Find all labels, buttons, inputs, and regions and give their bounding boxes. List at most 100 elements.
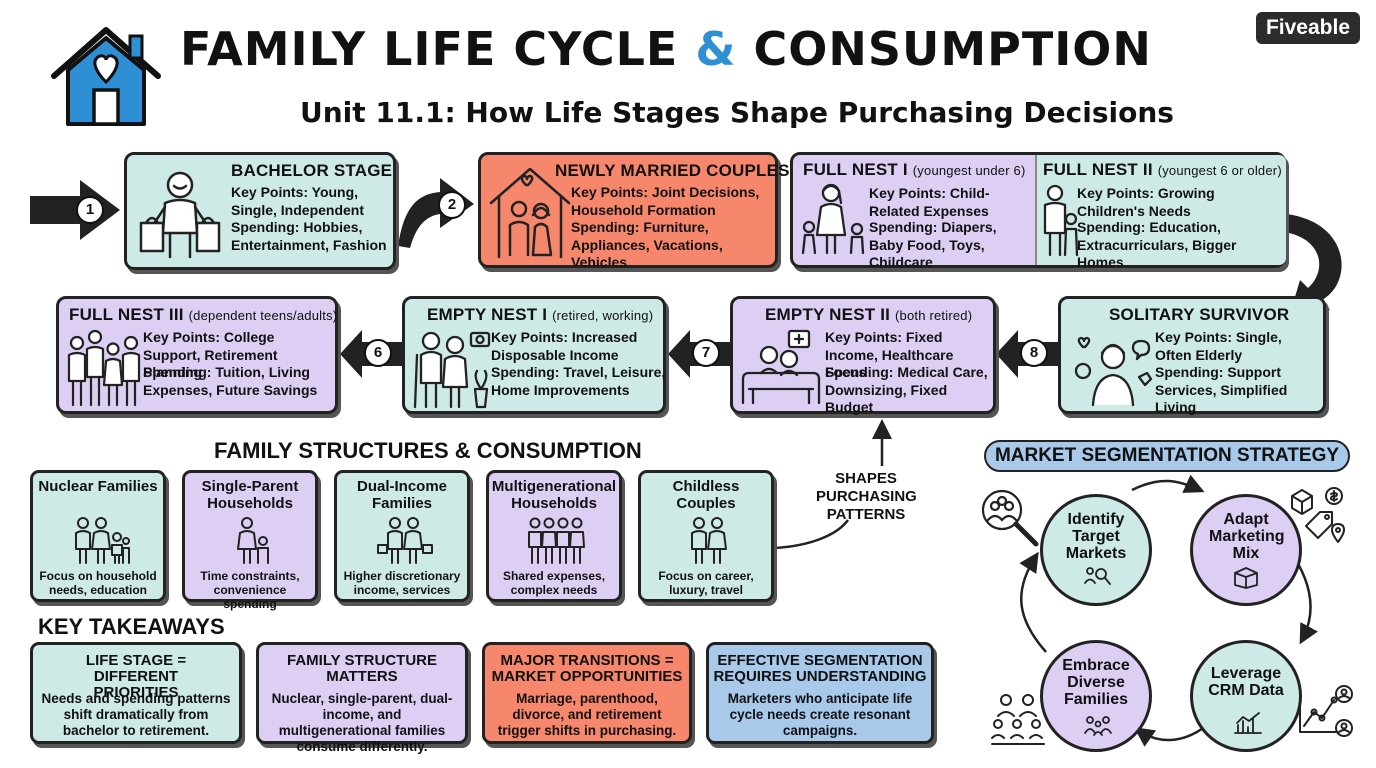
structure-nuclear: Nuclear Families Focus on household need… <box>30 470 166 602</box>
stage-spending: Spending: Diapers, Baby Food, Toys, Chil… <box>869 219 997 270</box>
stage-key-points: Key Points: Increased Disposable Income <box>491 329 638 363</box>
stage-key-points: Key Points: Single, Often Elderly <box>1155 329 1282 363</box>
takeaway-desc: Nuclear, single-parent, dual-income, and… <box>271 691 453 754</box>
takeaway-desc: Needs and spending patterns shift dramat… <box>41 691 231 738</box>
structure-dual-income: Dual-Income Families Higher discretionar… <box>334 470 470 602</box>
stage-bachelor: BACHELOR STAGE Key Points: Young, Single… <box>124 152 396 270</box>
structure-title: Multigenerational Households <box>491 478 617 512</box>
segment-label: Adapt Marketing Mix <box>1209 511 1285 562</box>
stage-title: EMPTY NEST I (retired, working) <box>427 305 653 325</box>
shapes-purchasing-label: SHAPES PURCHASING PATTERNS <box>816 470 917 523</box>
stage-spending: Spending: Medical Care, Downsizing, Fixe… <box>825 364 988 415</box>
segmentation-heading-text: MARKET SEGMENTATION STRATEGY <box>994 445 1340 466</box>
takeaway-title: MAJOR TRANSITIONS = MARKET OPPORTUNITIES <box>491 652 683 685</box>
stage-note: (both retired) <box>895 308 973 323</box>
stage-full-nest-3: FULL NEST III (dependent teens/adults) K… <box>56 296 338 414</box>
stage-name: FULL NEST II <box>1043 160 1153 179</box>
shopper-icon <box>139 171 221 259</box>
stage-spending: Spending: Support Services, Simplified L… <box>1155 364 1288 415</box>
structure-multigenerational: Multigenerational Households Shared expe… <box>486 470 622 602</box>
magnifier-people-icon <box>981 489 1039 547</box>
small-family-icon <box>1084 716 1112 736</box>
stage-spending: Spending: Hobbies, Entertainment, Fashio… <box>231 219 387 253</box>
stage-title: NEWLY MARRIED COUPLES <box>555 161 790 180</box>
takeaway-title: LIFE STAGE = DIFFERENT PRIORITIES <box>85 652 187 701</box>
takeaway-effective-segmentation: EFFECTIVE SEGMENTATION REQUIRES UNDERSTA… <box>706 642 934 744</box>
dual-income-icon <box>377 517 433 564</box>
multigenerational-icon <box>528 517 585 564</box>
segment-label: Leverage CRM Data <box>1208 665 1284 699</box>
takeaway-major-transitions: MAJOR TRANSITIONS = MARKET OPPORTUNITIES… <box>482 642 692 744</box>
brand-name: Fiveable <box>1265 16 1351 39</box>
couple-sofa-icon <box>741 329 821 405</box>
takeaway-life-stage: LIFE STAGE = DIFFERENT PRIORITIES Needs … <box>30 642 242 744</box>
title-part1: FAMILY LIFE CYCLE <box>180 22 696 76</box>
segment-leverage: Leverage CRM Data <box>1190 640 1302 752</box>
structure-desc: Time constraints, convenience spending <box>200 569 300 611</box>
takeaway-desc: Marriage, parenthood, divorce, and retir… <box>497 691 677 738</box>
step-number-1: 1 <box>76 196 104 224</box>
couple-camera-icon <box>413 331 491 409</box>
structure-desc: Shared expenses, complex needs <box>502 569 606 597</box>
stage-title: SOLITARY SURVIVOR <box>1109 305 1290 324</box>
price-tag-box-icon <box>1291 487 1345 543</box>
stage-key-points: Key Points: Child-Related Expenses <box>869 185 990 219</box>
stage-name: EMPTY NEST II <box>765 305 891 324</box>
stage-note: (youngest under 6) <box>912 163 1026 178</box>
stage-spending: Spending: Tuition, Living Expenses, Futu… <box>143 364 318 398</box>
stage-title: BACHELOR STAGE <box>231 161 393 180</box>
structure-desc: Focus on career, luxury, travel <box>658 569 754 597</box>
stage-title: FULL NEST I (youngest under 6) <box>803 160 1026 180</box>
stage-spending: Spending: Travel, Leisure, Home Improvem… <box>491 364 666 398</box>
title-part2: CONSUMPTION <box>736 22 1152 76</box>
step-number-8: 8 <box>1020 339 1048 367</box>
segment-adapt: Adapt Marketing Mix <box>1190 494 1302 606</box>
analytics-people-icon <box>1299 685 1353 737</box>
stage-full-nest-group <box>790 152 1286 268</box>
segment-embrace: Embrace Diverse Families <box>1040 640 1152 752</box>
segment-label: Identify Target Markets <box>1065 511 1127 562</box>
stage-full-nest-2: FULL NEST II (youngest 6 or older) Key P… <box>1037 155 1283 270</box>
stage-solitary-survivor: SOLITARY SURVIVOR Key Points: Single, Of… <box>1058 296 1326 415</box>
structure-title: Dual-Income Families <box>356 478 447 512</box>
stage-title: FULL NEST III (dependent teens/adults) <box>69 305 337 325</box>
takeaway-desc: Marketers who anticipate life cycle need… <box>727 691 913 738</box>
product-box-icon <box>1234 567 1258 589</box>
mother-children-icon <box>801 183 865 255</box>
diverse-families-icon <box>991 694 1045 745</box>
bar-chart-icon <box>1234 712 1262 734</box>
stage-name: EMPTY NEST I <box>427 305 548 324</box>
structure-title: Single-Parent Households <box>201 478 299 512</box>
stage-key-points: Key Points: College Support, Retirement … <box>143 329 278 380</box>
structures-heading: FAMILY STRUCTURES & CONSUMPTION <box>214 438 642 463</box>
stage-key-points: Key Points: Young, Single, Independent <box>231 184 365 218</box>
people-search-icon <box>1084 567 1111 585</box>
step-number-7: 7 <box>692 339 720 367</box>
childless-couple-icon <box>691 517 727 564</box>
step-number-6: 6 <box>364 339 392 367</box>
elderly-woman-icon <box>1074 336 1153 407</box>
stage-name: FULL NEST III <box>69 305 184 324</box>
stage-key-points: Key Points: Growing Children's Needs <box>1077 185 1215 219</box>
stage-empty-nest-1: EMPTY NEST I (retired, working) Key Poin… <box>402 296 666 414</box>
stage-note: (youngest 6 or older) <box>1157 163 1282 178</box>
single-parent-icon <box>237 517 269 564</box>
brand-logo: Fiveable <box>1256 12 1360 44</box>
parent-child-icon <box>1043 184 1079 257</box>
stage-note: (dependent teens/adults) <box>188 308 338 323</box>
stage-key-points: Key Points: Fixed Income, Healthcare Foc… <box>825 329 954 380</box>
segmentation-heading: MARKET SEGMENTATION STRATEGY <box>984 440 1350 472</box>
takeaway-family-structure: FAMILY STRUCTURE MATTERS Nuclear, single… <box>256 642 468 754</box>
nuclear-family-icon <box>75 517 130 564</box>
family-group-icon <box>67 329 141 407</box>
stage-newly-married: NEWLY MARRIED COUPLES Key Points: Joint … <box>478 152 789 270</box>
stage-spending: Spending: Education, Extracurriculars, B… <box>1077 219 1237 270</box>
stage-empty-nest-2: EMPTY NEST II (both retired) Key Points:… <box>730 296 996 415</box>
stage-note: (retired, working) <box>552 308 654 323</box>
page-title: FAMILY LIFE CYCLE & CONSUMPTION <box>180 22 1152 76</box>
segment-label: Embrace Diverse Families <box>1062 657 1130 708</box>
stage-title: EMPTY NEST II (both retired) <box>765 305 972 325</box>
segment-identify: Identify Target Markets <box>1040 494 1152 606</box>
structure-childless: Childless Couples Focus on career, luxur… <box>638 470 774 602</box>
structure-desc: Focus on household needs, education <box>39 569 157 597</box>
